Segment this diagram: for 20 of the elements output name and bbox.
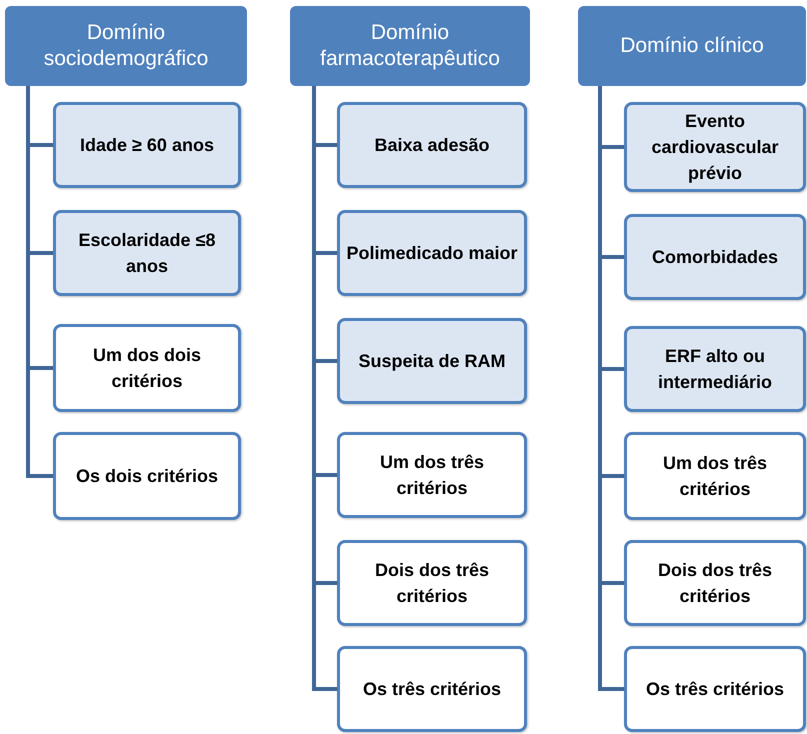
criterion-box: Dois dos três critérios	[624, 540, 806, 626]
criterion-box: Escolaridade ≤8 anos	[53, 210, 241, 296]
criterion-box: Idade ≥ 60 anos	[53, 102, 241, 188]
criterion-box: Polimedicado maior	[337, 210, 527, 296]
criterion-box: Dois dos três critérios	[337, 540, 527, 626]
domain-header: Domínio clínico	[578, 6, 806, 86]
criterion-box: Suspeita de RAM	[337, 318, 527, 404]
domain-header: Domínio farmacoterapêutico	[290, 6, 530, 86]
criterion-box: Um dos três critérios	[337, 432, 527, 518]
criterion-box: Um dos três critérios	[624, 432, 806, 520]
criterion-box: Os três critérios	[624, 646, 806, 732]
criterion-box: Baixa adesão	[337, 102, 527, 188]
criterion-box: Evento cardiovascular prévio	[624, 102, 806, 192]
criterion-box: Um dos dois critérios	[53, 324, 241, 412]
domain-header: Domínio sociodemográfico	[5, 6, 247, 86]
criterion-box: Os dois critérios	[53, 432, 241, 520]
criterion-box: Comorbidades	[624, 214, 806, 300]
criterion-box: Os três critérios	[337, 646, 527, 732]
connector-line	[26, 86, 53, 478]
criterion-box: ERF alto ou intermediário	[624, 326, 806, 412]
